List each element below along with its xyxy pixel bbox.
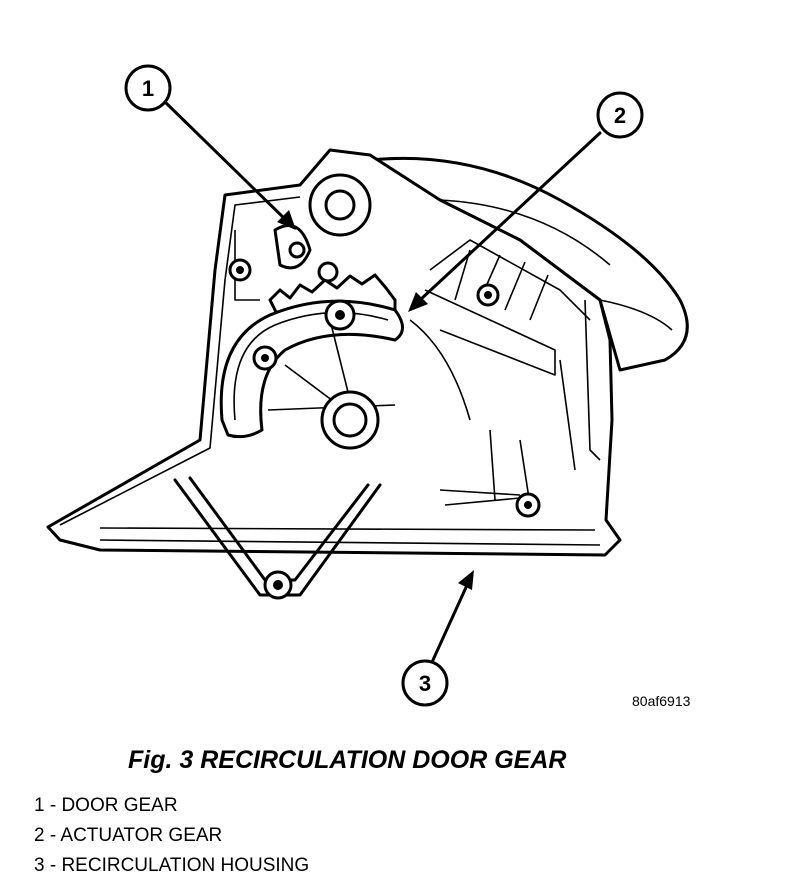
callout-2: 2 — [596, 91, 644, 139]
callout-2-number: 2 — [614, 103, 626, 128]
legend-item-actuator-gear: 2 - ACTUATOR GEAR — [34, 825, 223, 846]
figure-caption: Fig. 3 RECIRCULATION DOOR GEAR — [128, 746, 567, 774]
callout-3: 3 — [401, 659, 449, 707]
legend: 1 - DOOR GEAR 2 - ACTUATOR GEAR 3 - RECI… — [34, 791, 309, 881]
legend-item-door-gear: 1 - DOOR GEAR — [34, 795, 178, 816]
callout-3-number: 3 — [419, 671, 431, 696]
legend-item-recirculation-housing: 3 - RECIRCULATION HOUSING — [34, 855, 310, 876]
image-code: 80af6913 — [632, 693, 691, 709]
door-gear — [219, 299, 404, 450]
leader-line-3 — [431, 581, 470, 662]
leader-line-2 — [418, 131, 602, 302]
callout-1-number: 1 — [142, 76, 154, 101]
callout-1: 1 — [124, 64, 172, 112]
leader-lines — [161, 98, 602, 662]
leader-line-1 — [161, 98, 290, 224]
recirculation-housing — [46, 148, 689, 600]
